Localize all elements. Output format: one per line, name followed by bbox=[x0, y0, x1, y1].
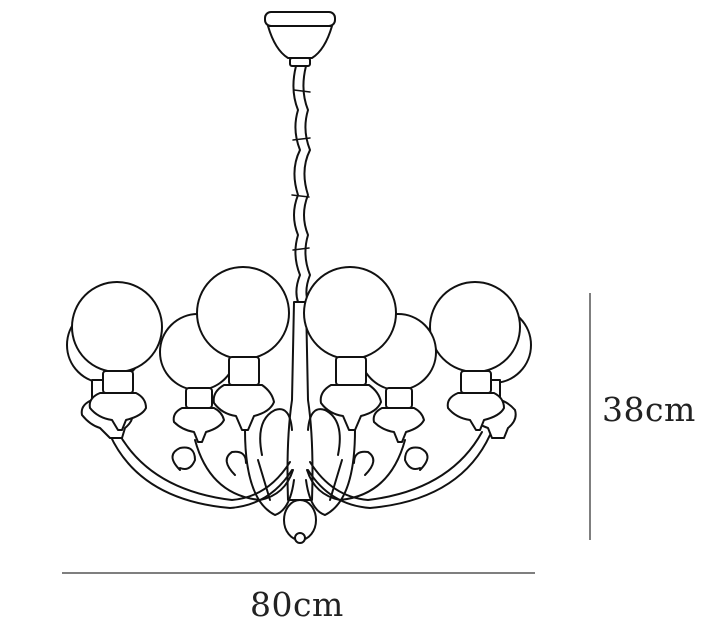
height-dimension-label: 38cm bbox=[602, 390, 696, 429]
suspension-chain bbox=[291, 65, 311, 303]
globe-lamp-inner-left bbox=[196, 266, 290, 431]
globe-lamp-inner-right bbox=[303, 266, 397, 431]
chandelier-arms bbox=[109, 408, 491, 516]
globe-lamp-outer-left bbox=[71, 281, 163, 431]
ceiling-canopy bbox=[264, 11, 336, 67]
globe-lamp-outer-right bbox=[429, 281, 521, 431]
width-dimension-label: 80cm bbox=[250, 585, 344, 624]
